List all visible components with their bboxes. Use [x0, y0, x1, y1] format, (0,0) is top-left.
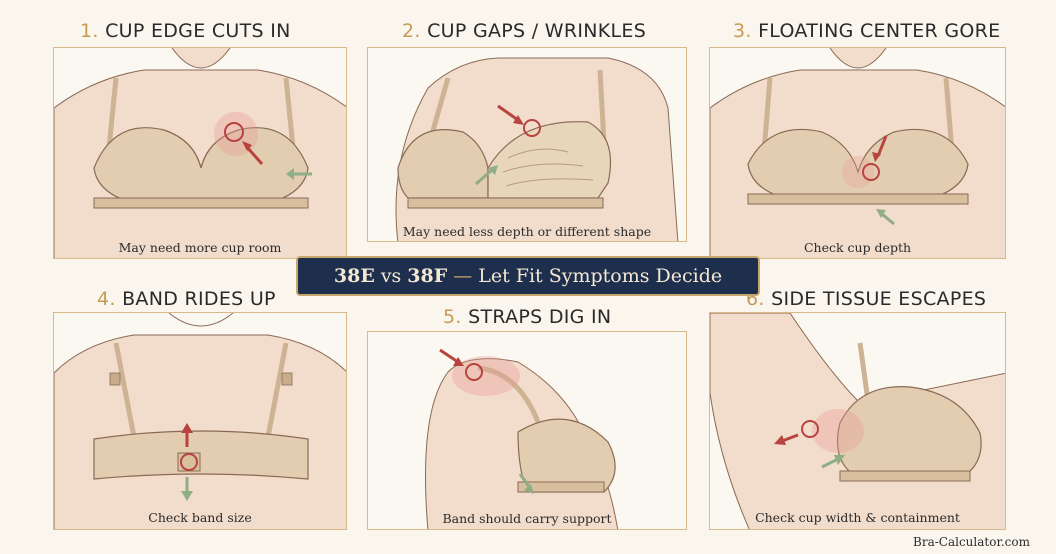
banner-size-a: 38E: [333, 265, 375, 287]
problem-marker: [862, 163, 880, 181]
fix-arrow-icon: [881, 212, 895, 226]
banner-tagline: Let Fit Symptoms Decide: [478, 265, 723, 287]
title-banner: 38E vs 38F — Let Fit Symptoms Decide: [296, 256, 760, 296]
problem-arrow-icon: [781, 433, 799, 443]
banner-dash: —: [453, 265, 473, 287]
panel-1-caption: May need more cup room: [118, 240, 282, 255]
problem-marker: [523, 119, 541, 137]
problem-arrow-icon: [244, 145, 264, 165]
panel-5-caption: Band should carry support: [442, 511, 612, 526]
problem-arrow-icon: [876, 135, 888, 157]
panel-3-floating-center-gore: Check cup depth: [709, 47, 1006, 259]
panel-1-title: 1. CUP EDGE CUTS IN: [80, 20, 291, 42]
panel-4-band-rides-up: Check band size: [53, 312, 347, 530]
three-quarter-torso-illustration: [395, 57, 679, 241]
panel-6-title: 6. SIDE TISSUE ESCAPES: [746, 288, 987, 310]
problem-arrow-icon: [439, 348, 459, 364]
fix-arrow-icon: [518, 473, 532, 489]
panel-3-caption: Check cup depth: [803, 240, 912, 255]
panel-4-title: 4. BAND RIDES UP: [97, 288, 276, 310]
pressure-glow: [452, 356, 520, 396]
panel-1-cup-edge-cuts-in: May need more cup room: [53, 47, 347, 259]
problem-marker: [465, 363, 483, 381]
panel-2-title: 2. CUP GAPS / WRINKLES: [402, 20, 647, 42]
panel-6-caption: Check cup width & containment: [755, 510, 960, 525]
panel-3-title: 3. FLOATING CENTER GORE: [733, 20, 1001, 42]
problem-marker: [180, 453, 198, 471]
panel-2-caption: May need less depth or different shape: [402, 224, 652, 239]
front-torso-illustration: [54, 48, 346, 258]
problem-marker: [801, 420, 819, 438]
banner-vs: vs: [380, 265, 402, 287]
fix-arrow-icon: [821, 457, 839, 469]
panel-5-straps-dig-in: Band should carry support: [367, 331, 687, 530]
back-torso-illustration: [54, 313, 346, 529]
panel-5-title: 5. STRAPS DIG IN: [443, 306, 612, 328]
pressure-glow: [842, 156, 874, 188]
panel-4-caption: Check band size: [148, 510, 252, 525]
raised-arm-torso-illustration: [710, 313, 1005, 529]
pressure-glow: [214, 112, 258, 156]
side-torso-illustration: [425, 348, 619, 529]
problem-arrow-icon: [497, 104, 519, 122]
front-torso-illustration: [710, 48, 1005, 258]
problem-marker: [224, 122, 244, 142]
panel-6-side-tissue-escapes: Check cup width & containment: [709, 312, 1006, 530]
site-credit: Bra-Calculator.com: [913, 535, 1030, 549]
fix-arrow-icon: [475, 168, 493, 186]
pressure-glow: [812, 409, 864, 453]
banner-size-b: 38F: [407, 265, 448, 287]
panel-2-cup-gaps-wrinkles: May need less depth or different shape: [367, 47, 687, 242]
